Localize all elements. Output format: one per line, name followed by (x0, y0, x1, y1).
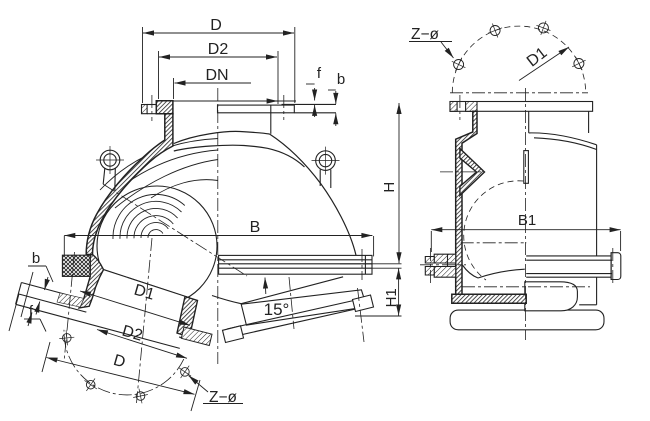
svg-text:b: b (337, 71, 345, 88)
svg-text:b: b (32, 250, 40, 267)
svg-text:DN: DN (205, 67, 228, 84)
svg-text:B1: B1 (518, 212, 536, 229)
svg-text:D: D (210, 17, 222, 34)
svg-text:D: D (111, 352, 127, 372)
svg-text:15°: 15° (264, 300, 290, 319)
svg-text:D1: D1 (132, 282, 156, 304)
svg-text:f: f (29, 303, 34, 320)
svg-text:H: H (381, 182, 398, 193)
svg-text:D2: D2 (120, 323, 144, 345)
svg-text:Z−ø: Z−ø (209, 389, 238, 406)
svg-text:D2: D2 (208, 41, 229, 58)
svg-text:Z−ø: Z−ø (411, 26, 440, 43)
svg-text:B: B (250, 219, 261, 236)
svg-text:H1: H1 (383, 288, 400, 307)
svg-text:f: f (317, 65, 322, 82)
